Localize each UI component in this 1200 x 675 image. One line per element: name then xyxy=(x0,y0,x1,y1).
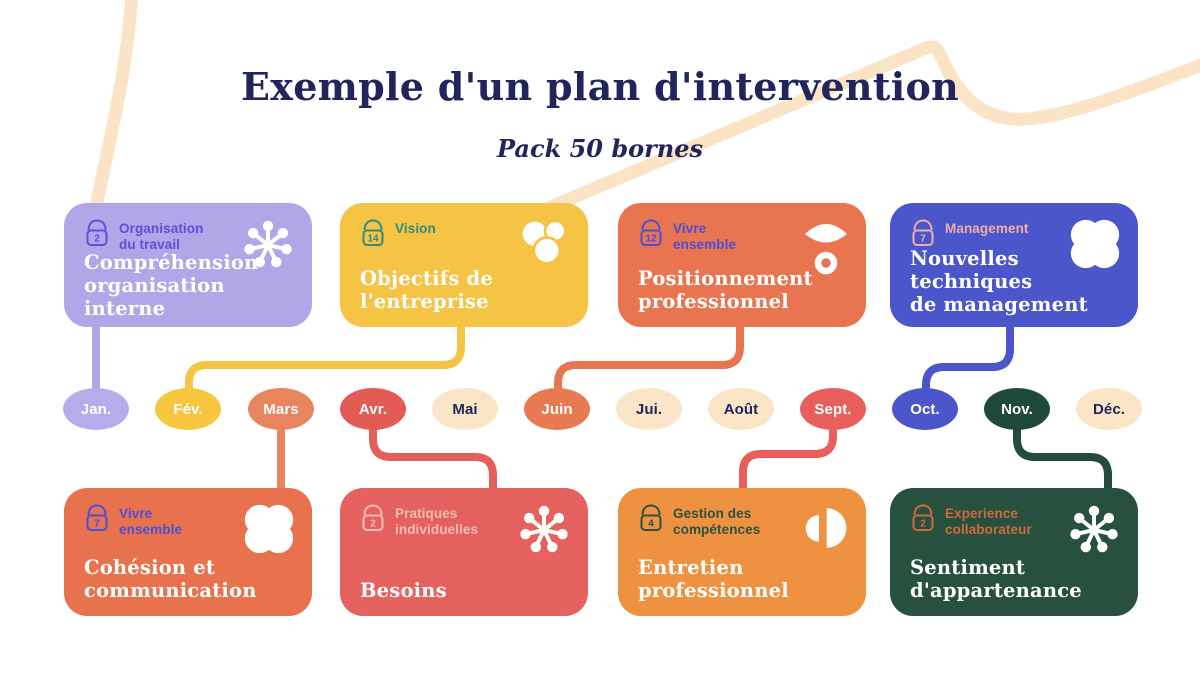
badge-count: 12 xyxy=(645,234,657,245)
month-pill-oct: Oct. xyxy=(892,388,958,430)
card-comprehension-organisation-interne: 2 Organisation du travail Compréhension … xyxy=(64,203,312,327)
connector-sept xyxy=(739,420,837,499)
month-pill-sept: Sept. xyxy=(800,388,866,430)
card-header: 2 Organisation du travail xyxy=(84,218,294,252)
connector-nov xyxy=(1013,420,1112,499)
card-header: 14 Vision xyxy=(360,218,570,248)
card-nouvelles-techniques-management: 7 Management Nouvelles techniques de man… xyxy=(890,203,1138,327)
month-pill-nov: Nov. xyxy=(984,388,1050,430)
borne-badge: 14 xyxy=(360,218,386,248)
month-pill-juin: Juin xyxy=(524,388,590,430)
card-title: Entretien professionnel xyxy=(638,556,789,603)
card-title: Besoins xyxy=(360,579,447,603)
card-header: 2 Experience collaborateur xyxy=(910,503,1120,537)
card-category: Gestion des compétences xyxy=(673,506,761,537)
month-pill-fev: Fév. xyxy=(155,388,221,430)
blob-icon xyxy=(1069,218,1121,270)
borne-badge: 7 xyxy=(910,218,936,248)
borne-badge: 7 xyxy=(84,503,110,533)
badge-count: 4 xyxy=(648,519,654,530)
card-besoins: 2 Pratiques individuelles Besoins xyxy=(340,488,588,616)
card-category: Organisation du travail xyxy=(119,221,204,252)
card-category: Pratiques individuelles xyxy=(395,506,479,537)
month-pill-jan: Jan. xyxy=(63,388,129,430)
badge-count: 14 xyxy=(367,234,379,245)
month-pill-jui: Jui. xyxy=(616,388,682,430)
card-positionnement-professionnel: 12 Vivre ensemble Positionnement profess… xyxy=(618,203,866,327)
connector-avr xyxy=(369,420,497,499)
card-header: 7 Vivre ensemble xyxy=(84,503,294,537)
asterisk-icon xyxy=(517,503,571,557)
blob-icon xyxy=(243,503,295,555)
connector-fev xyxy=(185,316,465,399)
half-circles-icon xyxy=(801,503,849,553)
month-pill-avr: Avr. xyxy=(340,388,406,430)
badge-count: 7 xyxy=(94,519,100,530)
eye-icon xyxy=(803,218,849,276)
card-objectifs-entreprise: 14 Vision Objectifs de l'entreprise xyxy=(340,203,588,327)
card-title: Objectifs de l'entreprise xyxy=(360,267,493,314)
month-pill-mai: Mai xyxy=(432,388,498,430)
month-pill-mars: Mars xyxy=(248,388,314,430)
month-pill-aout: Août xyxy=(708,388,774,430)
asterisk-icon xyxy=(241,218,295,272)
page-title: Exemple d'un plan d'intervention xyxy=(240,64,960,109)
card-category: Vivre ensemble xyxy=(119,506,183,537)
card-header: 2 Pratiques individuelles xyxy=(360,503,570,537)
three-circles-icon xyxy=(519,218,571,268)
card-sentiment-appartenance: 2 Experience collaborateur Sentiment d'a… xyxy=(890,488,1138,616)
connector-oct xyxy=(922,316,1014,399)
card-cohesion-communication: 7 Vivre ensemble Cohésion et communicati… xyxy=(64,488,312,616)
page-subtitle: Pack 50 bornes xyxy=(497,134,703,163)
card-title: Cohésion et communication xyxy=(84,556,257,603)
card-entretien-professionnel: 4 Gestion des compétences Entretien prof… xyxy=(618,488,866,616)
borne-badge: 2 xyxy=(360,503,386,533)
borne-badge: 12 xyxy=(638,218,664,248)
card-category: Vivre ensemble xyxy=(673,221,737,252)
connector-juin xyxy=(554,316,744,399)
borne-badge: 2 xyxy=(84,218,110,248)
badge-count: 7 xyxy=(920,234,926,245)
card-category: Vision xyxy=(395,221,436,236)
card-category: Experience collaborateur xyxy=(945,506,1032,537)
card-category: Management xyxy=(945,221,1029,236)
borne-badge: 4 xyxy=(638,503,664,533)
card-header: 4 Gestion des compétences xyxy=(638,503,848,537)
badge-count: 2 xyxy=(94,234,100,245)
card-title: Compréhension organisation interne xyxy=(84,251,259,320)
borne-badge: 2 xyxy=(910,503,936,533)
card-title: Positionnement professionnel xyxy=(638,267,813,314)
badge-count: 2 xyxy=(370,519,376,530)
month-pill-dec: Déc. xyxy=(1076,388,1142,430)
asterisk-icon xyxy=(1067,503,1121,557)
card-title: Sentiment d'appartenance xyxy=(910,556,1082,603)
badge-count: 2 xyxy=(920,519,926,530)
